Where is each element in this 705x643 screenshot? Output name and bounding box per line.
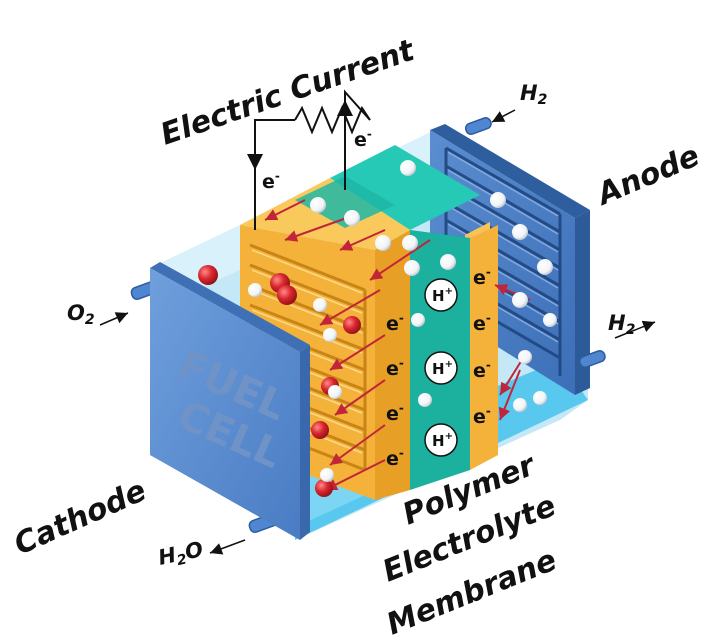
h2o-outlet-arrow: [209, 539, 246, 555]
electron-cathode-3: e-: [386, 401, 404, 425]
electric-current-label: Electric Current: [156, 32, 420, 152]
electron-cathode-4: e-: [386, 446, 404, 470]
proton-1: H+: [424, 278, 458, 312]
h2o-label: H2O: [156, 537, 206, 573]
electron-circuit-right: e-: [354, 127, 372, 151]
electron-anode-3: e-: [473, 358, 491, 382]
h2-inlet-pipe: [464, 117, 492, 135]
electron-cathode-1: e-: [386, 311, 404, 335]
proton-2: H+: [424, 351, 458, 385]
protons: H+ H+ H+: [424, 278, 458, 457]
hydrogen-molecules: [248, 160, 557, 482]
h2-inlet-label: H2: [520, 81, 547, 108]
h2-outlet-pipe: [578, 350, 606, 368]
h2-outlet-arrow: [614, 320, 656, 339]
electron-anode-1: e-: [473, 265, 491, 289]
cathode-label: Cathode: [9, 473, 151, 562]
electron-anode-2: e-: [473, 311, 491, 335]
h2-outlet-label: H2: [608, 311, 635, 338]
svg-text:H+: H+: [432, 286, 453, 305]
electron-anode-4: e-: [473, 404, 491, 428]
anode-label: Anode: [591, 138, 705, 213]
h2-inlet-arrow: [491, 109, 516, 123]
electron-cathode-2: e-: [386, 356, 404, 380]
external-circuit: [247, 89, 371, 230]
electron-flow-arrows: [264, 199, 531, 491]
proton-3: H+: [424, 423, 458, 457]
anode-electrode: [465, 222, 498, 470]
cathode-plate: FUEL CELL: [150, 262, 310, 540]
anode-plate: [430, 124, 590, 395]
oxygen-molecules: [198, 265, 361, 497]
electron-labels: e- e- e- e- e- e- e- e- e- e-: [262, 127, 491, 470]
svg-text:H+: H+: [432, 359, 453, 378]
gas-flow-arrows: [99, 109, 656, 555]
electron-circuit-left: e-: [262, 169, 280, 193]
o2-inlet-arrow: [99, 312, 129, 326]
o2-label: O2: [67, 301, 95, 328]
svg-text:H+: H+: [432, 431, 453, 450]
